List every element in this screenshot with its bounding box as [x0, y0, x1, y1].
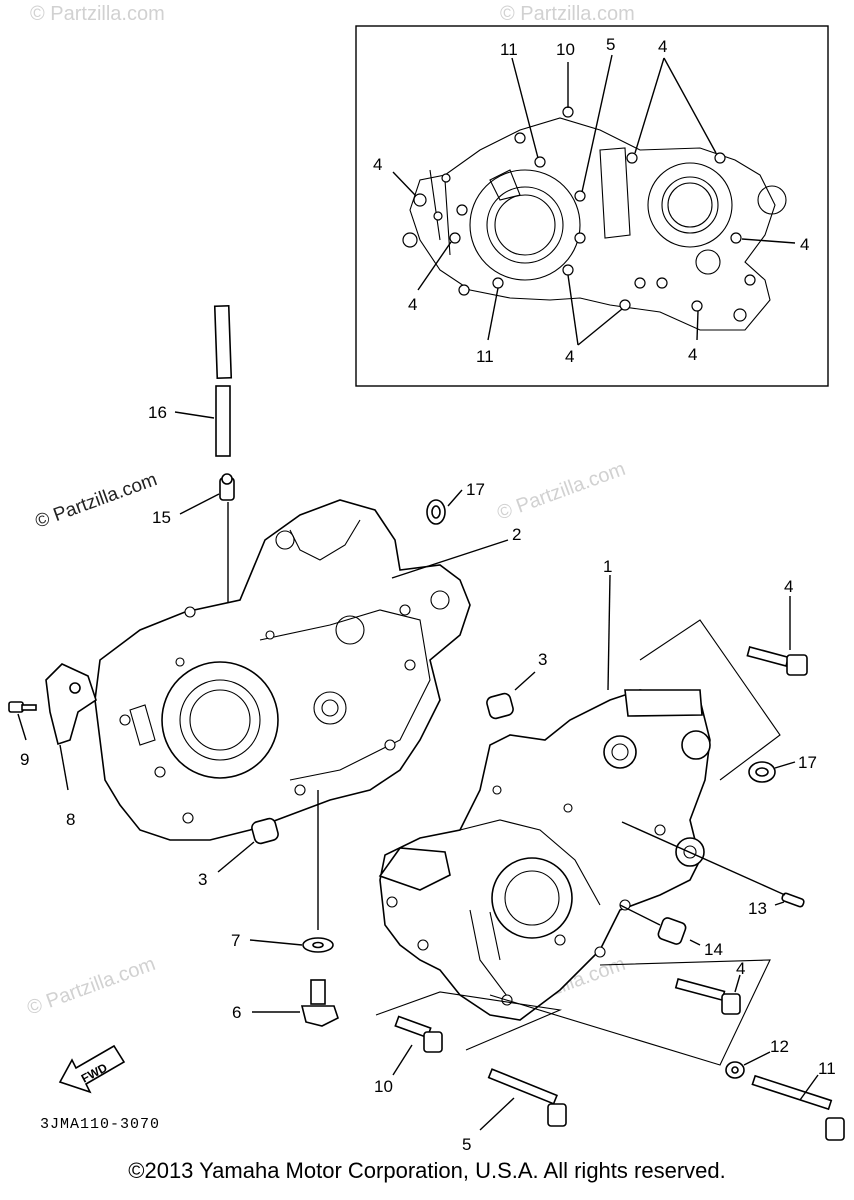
part-3-dowel-pin-left	[217, 817, 279, 873]
part-5-long-bolt	[479, 1068, 567, 1131]
inset-callout-4-right: 4	[800, 235, 809, 254]
callout-9: 9	[20, 750, 29, 769]
inset-crankcase-view: 11 10 5 4 4 4 4 4 4 11	[355, 25, 829, 387]
part-13-pin	[621, 821, 805, 908]
watermark-mid-right: © Partzilla.com	[494, 458, 628, 525]
callout-6: 6	[232, 1003, 241, 1022]
part-6-drain-bolt	[252, 979, 339, 1027]
watermark-top-mid: © Partzilla.com	[500, 3, 635, 25]
callout-8: 8	[66, 810, 75, 829]
part-8-bracket	[45, 663, 97, 791]
inset-callout-11-bottom: 11	[476, 347, 494, 366]
watermark-main: © Partzilla.com	[33, 469, 160, 533]
callout-5: 5	[462, 1135, 471, 1154]
part-7-washer	[249, 937, 334, 953]
inset-frame	[355, 25, 829, 387]
diagram-code: 3JMA110-3070	[40, 1116, 160, 1133]
callout-4-upper: 4	[784, 577, 793, 596]
callout-17-right: 17	[798, 753, 817, 772]
part-12-washer	[725, 1051, 771, 1079]
copyright-notice: ©2013 Yamaha Motor Corporation, U.S.A. A…	[128, 1158, 726, 1183]
bolt-plane-left	[375, 991, 563, 1051]
callout-12: 12	[770, 1037, 789, 1056]
part-15-nipple	[179, 473, 235, 615]
watermark-top-left: © Partzilla.com	[30, 3, 165, 25]
callout-7: 7	[231, 931, 240, 950]
watermark-bottom-left: © Partzilla.com	[24, 953, 158, 1020]
part-16-pipe	[174, 304, 233, 457]
inset-callout-11-top: 11	[500, 40, 518, 59]
callout-13: 13	[748, 899, 767, 918]
part-11-long-bolt	[751, 1074, 845, 1141]
callout-3-left: 3	[198, 870, 207, 889]
inset-callout-5: 5	[606, 35, 615, 54]
inset-callout-4-top: 4	[658, 37, 667, 56]
inset-callout-10: 10	[556, 40, 575, 59]
part-10-flange-bolt	[392, 1015, 443, 1076]
callout-15: 15	[152, 508, 171, 527]
inset-callout-4-lower-left: 4	[408, 295, 417, 314]
callout-10: 10	[374, 1077, 393, 1096]
callout-14: 14	[704, 940, 723, 959]
part-17-oil-seal-lower	[748, 761, 796, 783]
inset-callout-4-bottom-right: 4	[688, 345, 697, 364]
callout-1: 1	[603, 557, 612, 576]
callout-16: 16	[148, 403, 167, 422]
part-2-crankcase-left	[94, 499, 509, 841]
part-4-bolt-lower	[674, 974, 741, 1015]
inset-callout-4-left: 4	[373, 155, 382, 174]
callout-3-right: 3	[538, 650, 547, 669]
part-14-dowel	[619, 904, 701, 946]
part-1-crankcase-right	[378, 574, 711, 1021]
inset-callout-4-bottom-mid: 4	[565, 347, 574, 366]
callout-2: 2	[512, 525, 521, 544]
callout-11: 11	[818, 1059, 836, 1078]
part-4-bolt-upper	[639, 596, 808, 781]
part-3-dowel-pin-right	[486, 671, 536, 720]
part-17-oil-seal-upper	[426, 489, 463, 525]
bolt-plane-lower	[489, 959, 771, 1066]
fwd-arrow-icon: FWD	[58, 1044, 126, 1094]
callout-4-lower: 4	[736, 959, 745, 978]
callout-17-top: 17	[466, 480, 485, 499]
part-9-screw	[8, 701, 37, 741]
